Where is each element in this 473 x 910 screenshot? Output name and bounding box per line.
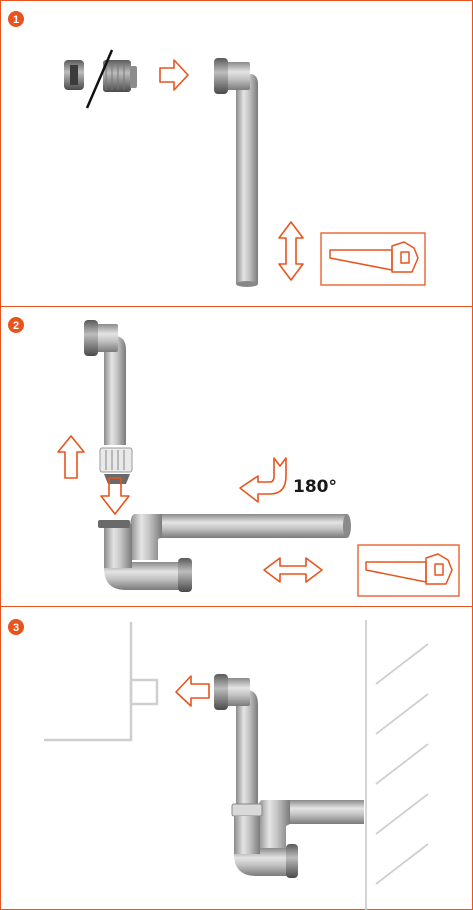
pipe-elbow-top xyxy=(94,324,118,352)
pipe-flange xyxy=(84,320,98,356)
pipe-vertical xyxy=(236,690,258,812)
saw-box xyxy=(320,232,426,286)
trap-cap xyxy=(286,844,298,878)
pipe-elbow-top xyxy=(226,678,250,706)
saw-box-border xyxy=(357,544,460,597)
removed-fittings xyxy=(64,49,137,109)
arrow-left-icon xyxy=(175,675,210,707)
elbow-pipe xyxy=(214,58,258,287)
trap-collar xyxy=(98,520,130,528)
pipe-end xyxy=(236,281,258,287)
saw-box xyxy=(357,544,460,597)
trap-body xyxy=(104,524,132,570)
washbasin-outline xyxy=(44,622,159,742)
trap-cap xyxy=(178,558,192,592)
arrow-up-down-icon xyxy=(278,221,304,281)
washer xyxy=(130,66,137,88)
rubber-ring-inner xyxy=(70,65,78,85)
step-3-panel: 3 xyxy=(0,606,473,910)
pipe-elbow-top xyxy=(226,62,250,90)
saw-box-border xyxy=(320,232,426,286)
installed-trap xyxy=(214,674,364,878)
pipe-flange xyxy=(214,58,228,94)
step-1-panel: 1 xyxy=(0,0,473,307)
arrow-left-right-icon xyxy=(263,557,323,583)
slip-nut xyxy=(231,803,263,817)
step-2-panel: 2 1 xyxy=(0,306,473,607)
rotation-label: 180° xyxy=(293,477,337,497)
wall-hatching xyxy=(365,620,429,910)
trap-elbow xyxy=(130,514,162,560)
step-number: 1 xyxy=(13,14,19,26)
pipe-vertical xyxy=(104,336,126,445)
saw-icon xyxy=(365,553,453,585)
pipe-end xyxy=(343,514,351,538)
step-number: 3 xyxy=(13,622,19,634)
step-number: 2 xyxy=(13,320,19,332)
arrow-up-icon xyxy=(57,435,85,479)
trap-horizontal-pipe xyxy=(135,514,347,538)
seal-cone xyxy=(104,474,130,484)
pipe-vertical xyxy=(236,74,258,284)
trap-bottom-bend xyxy=(104,562,180,590)
step-badge: 2 xyxy=(8,317,24,333)
pipe-flange xyxy=(214,674,228,710)
bottle-trap xyxy=(98,514,351,592)
step-badge-circle xyxy=(8,317,24,333)
trap-elbow xyxy=(258,800,290,850)
step-badge: 3 xyxy=(8,619,24,635)
slip-nut xyxy=(103,60,131,92)
slip-nut xyxy=(99,447,133,473)
slash-line xyxy=(85,49,114,109)
arrow-right-icon xyxy=(159,59,189,91)
trap-body xyxy=(234,816,260,856)
rotate-arrow-icon xyxy=(239,457,287,503)
step-badge: 1 xyxy=(8,11,24,27)
saw-icon xyxy=(329,241,419,273)
step-badge-circle xyxy=(8,619,24,635)
step-badge-circle xyxy=(8,11,24,27)
arrow-down-icon xyxy=(100,477,130,515)
trap-bottom-bend xyxy=(234,848,290,876)
elbow-pipe-lifted xyxy=(84,320,133,484)
